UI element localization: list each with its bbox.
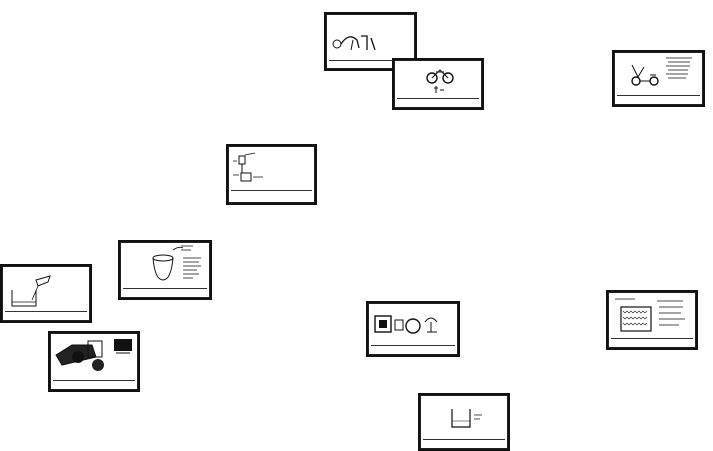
storyboard-card-1[interactable]: [324, 12, 417, 71]
storyboard-card-10[interactable]: [418, 393, 510, 451]
caption-rule: [329, 60, 412, 61]
tank-sketch-icon: [615, 298, 685, 332]
container-sketch-icon: [451, 409, 482, 428]
caption-rule: [5, 311, 87, 312]
bicycle-sketch-icon: [426, 69, 454, 93]
beaker-sketch-icon: [11, 275, 51, 307]
caption-rule: [123, 288, 207, 289]
caption-rule: [423, 439, 505, 440]
storyboard-card-7[interactable]: [48, 331, 140, 392]
caption-rule: [617, 95, 700, 96]
caption-rule: [611, 338, 693, 339]
plant-pot-sketch-icon: [233, 152, 263, 182]
caption-rule: [397, 98, 479, 99]
storyboard-card-6[interactable]: [0, 264, 92, 323]
boxes-sketch-icon: [374, 315, 438, 334]
storyboard-card-5[interactable]: [118, 240, 212, 300]
caption-rule: [231, 190, 312, 191]
cup-sketch-icon: [152, 245, 201, 281]
machine-sketch-icon: [55, 339, 132, 371]
tricycle-sketch-icon: [631, 57, 692, 86]
storyboard-card-2[interactable]: [392, 58, 484, 110]
caption-rule: [53, 380, 135, 381]
storyboard-card-3[interactable]: [612, 50, 705, 107]
storyboard-card-4[interactable]: [226, 144, 317, 205]
lamp-sketch-icon: [332, 35, 376, 51]
caption-rule: [371, 345, 455, 346]
storyboard-card-8[interactable]: [366, 301, 460, 357]
storyboard-card-9[interactable]: [606, 290, 698, 350]
